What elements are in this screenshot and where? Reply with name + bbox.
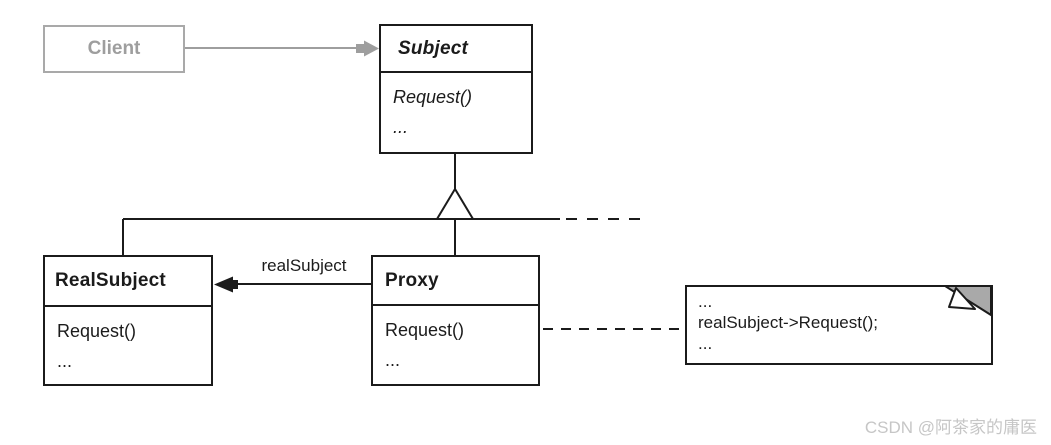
- association-label-realsubject: realSubject: [261, 256, 347, 275]
- class-client: Client: [43, 25, 185, 73]
- class-member: ...: [393, 117, 409, 137]
- note-fold-icon: [943, 285, 992, 317]
- code-note: ... realSubject->Request(); ...: [685, 285, 993, 365]
- client-arrowhead-icon: [364, 40, 379, 57]
- class-proxy-members: Request() ...: [373, 306, 538, 375]
- class-client-name: Client: [87, 38, 141, 59]
- class-subject-members: Request() ...: [381, 73, 531, 142]
- class-realsubject-name: RealSubject: [45, 257, 211, 307]
- class-member: ...: [57, 351, 73, 371]
- inheritance-connector: [122, 153, 641, 256]
- watermark: CSDN @阿茶家的庸医: [864, 418, 1037, 437]
- class-proxy-name: Proxy: [373, 257, 538, 306]
- class-subject: Subject Request() ...: [379, 24, 533, 154]
- class-realsubject: RealSubject Request() ...: [43, 255, 213, 386]
- inheritance-triangle-icon: [435, 187, 475, 220]
- reference-arrowhead-icon: [214, 276, 233, 293]
- class-member: ...: [385, 350, 401, 370]
- class-realsubject-members: Request() ...: [45, 307, 211, 376]
- note-line: ...: [698, 334, 713, 353]
- note-line: realSubject->Request();: [698, 313, 879, 332]
- class-member: Request(): [393, 87, 473, 107]
- client-association-arrow: [185, 40, 379, 57]
- realsubject-reference-arrow: [214, 276, 371, 293]
- note-line: ...: [698, 292, 713, 311]
- reference-arrow-stub-icon: [230, 280, 238, 289]
- class-proxy: Proxy Request() ...: [371, 255, 540, 386]
- class-subject-name: Subject: [381, 26, 531, 73]
- client-arrow-stub-icon: [356, 44, 366, 53]
- class-member: Request(): [57, 321, 137, 341]
- class-member: Request(): [385, 320, 465, 340]
